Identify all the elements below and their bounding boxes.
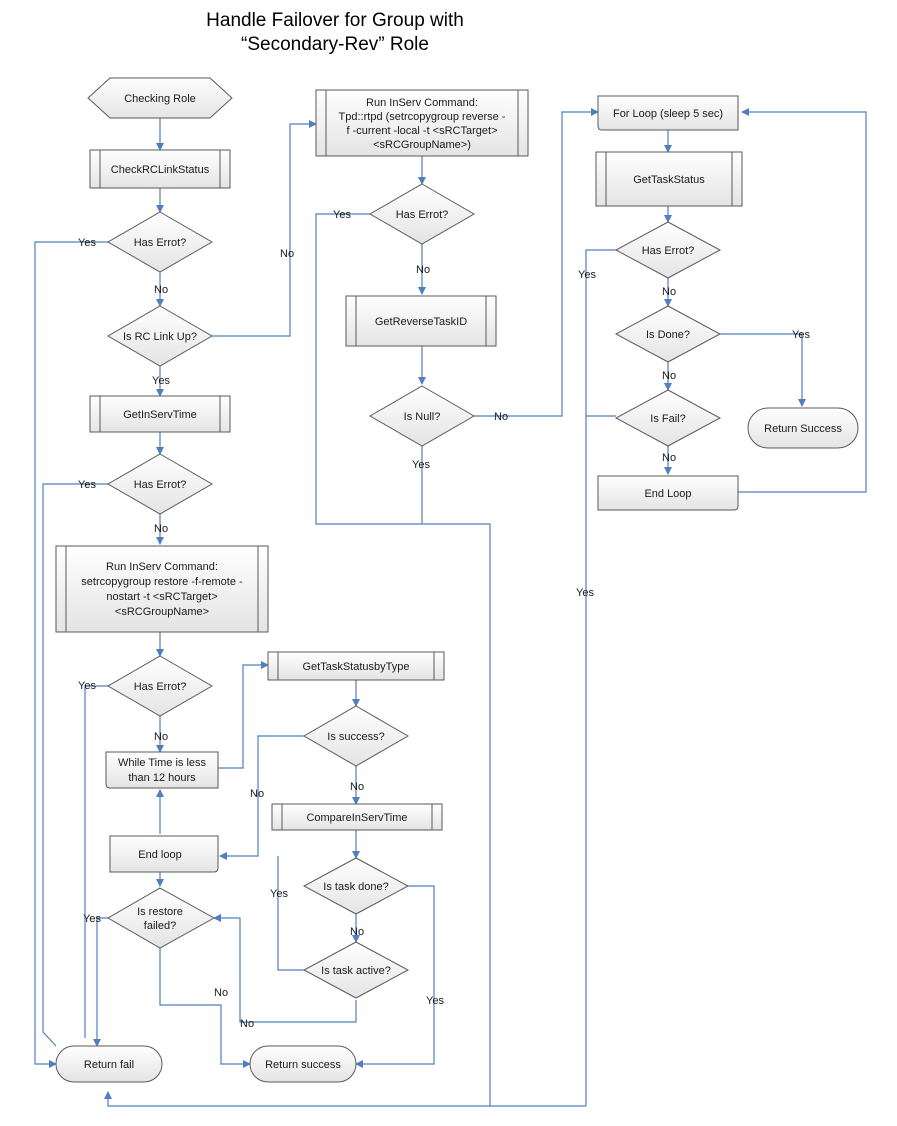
node-label-line-2: setrcopygroup restore -f-remote -: [81, 576, 243, 588]
node-run-reverse-command: Run InServ Command: Tpd::rtpd (setrcopyg…: [315, 89, 529, 157]
edge-label-no: No: [662, 370, 676, 382]
decision-is-restore-failed: Is restore failed?: [106, 887, 216, 949]
edge-label-yes: Yes: [576, 587, 594, 599]
node-end-loop-right: End Loop: [597, 475, 739, 511]
node-label: CheckRCLinkStatus: [111, 164, 210, 176]
node-label-line-1: Is restore: [137, 906, 183, 918]
node-run-restore-command: Run InServ Command: setrcopygroup restor…: [55, 545, 269, 633]
node-label: Has Errot?: [134, 237, 187, 249]
node-label-line-4: <sRCGroupName>): [373, 139, 471, 151]
node-label: GetTaskStatusbyType: [303, 661, 410, 673]
node-label-line-1: Run InServ Command:: [106, 561, 218, 573]
node-label-line-3: f -current -local -t <sRCTarget>: [347, 125, 498, 137]
decision-has-error-2: Has Errot?: [106, 453, 214, 515]
edge-label-yes: Yes: [152, 375, 170, 387]
decision-has-error-1: Has Errot?: [106, 211, 214, 273]
node-end-loop-left: End loop: [109, 835, 219, 873]
edge-label-yes: Yes: [78, 680, 96, 692]
edge-label-yes: Yes: [78, 237, 96, 249]
node-label-line-3: nostart -t <sRCTarget>: [106, 591, 217, 603]
terminal-return-success-bottom: Return success: [249, 1045, 357, 1083]
node-label: Is RC Link Up?: [123, 331, 197, 343]
node-label: Return success: [265, 1059, 341, 1071]
node-label: Has Errot?: [642, 245, 695, 257]
edge-label-no: No: [494, 411, 508, 423]
node-label: Is task active?: [321, 965, 391, 977]
decision-is-rc-link-up: Is RC Link Up?: [106, 305, 214, 367]
node-get-inserv-time: GetInServTime: [89, 395, 231, 433]
node-label: End Loop: [644, 488, 691, 500]
node-label: Has Errot?: [134, 479, 187, 491]
node-label: Is task done?: [323, 881, 388, 893]
diagram-title-line-2: “Secondary-Rev” Role: [241, 34, 429, 55]
node-for-loop: For Loop (sleep 5 sec): [597, 95, 739, 131]
node-check-rc-link-status: CheckRCLinkStatus: [89, 149, 231, 189]
edge-label-yes: Yes: [333, 209, 351, 221]
decision-is-task-active: Is task active?: [302, 941, 410, 999]
node-label-line-1: While Time is less: [118, 757, 207, 769]
node-checking-role: Checking Role: [87, 77, 233, 119]
node-label-line-4: <sRCGroupName>: [115, 606, 209, 618]
node-label: Has Errot?: [134, 681, 187, 693]
node-label: CompareInServTime: [306, 812, 407, 824]
decision-has-error-4: Has Errot?: [368, 183, 476, 245]
node-label: Checking Role: [124, 93, 196, 105]
node-label: Is Null?: [404, 411, 441, 423]
edge-label-no: No: [662, 452, 676, 464]
diagram-title-line-1: Handle Failover for Group with: [206, 10, 464, 31]
node-label: End loop: [138, 849, 181, 861]
edge-label-yes: Yes: [270, 888, 288, 900]
edge-label-yes: Yes: [578, 269, 596, 281]
decision-has-error-5: Has Errot?: [614, 221, 722, 279]
connectors: [34, 108, 867, 1107]
edge-label-no: No: [350, 781, 364, 793]
edge-label-no: No: [662, 286, 676, 298]
node-label: Has Errot?: [396, 209, 449, 221]
node-while-time-loop: While Time is less than 12 hours: [105, 751, 219, 789]
decision-is-done: Is Done?: [614, 305, 722, 363]
node-label: GetTaskStatus: [633, 174, 705, 186]
edge-labels: Yes No No Yes Yes No Yes No Yes No No Ye…: [78, 209, 810, 1030]
node-label: Is success?: [327, 731, 384, 743]
node-label-line-1: Run InServ Command:: [366, 97, 478, 109]
edge-label-no: No: [154, 731, 168, 743]
node-label: For Loop (sleep 5 sec): [613, 108, 723, 120]
edge-label-no: No: [154, 284, 168, 296]
edge-label-no: No: [416, 264, 430, 276]
edge-label-no: No: [240, 1018, 254, 1030]
decision-is-null: Is Null?: [368, 385, 476, 447]
node-label-line-2: than 12 hours: [128, 772, 196, 784]
decision-is-task-done: Is task done?: [302, 857, 410, 915]
node-label-line-2: failed?: [144, 920, 176, 932]
node-label: Return Success: [764, 423, 842, 435]
edge-label-yes: Yes: [78, 479, 96, 491]
node-label: Is Done?: [646, 329, 690, 341]
edge-label-no: No: [250, 788, 264, 800]
decision-is-fail: Is Fail?: [614, 389, 722, 447]
edge-label-no: No: [154, 523, 168, 535]
node-label-line-2: Tpd::rtpd (setrcopygroup reverse -: [339, 111, 506, 123]
node-label: Return fail: [84, 1059, 134, 1071]
decision-is-success: Is success?: [302, 705, 410, 767]
node-label: Is Fail?: [650, 413, 685, 425]
edge-label-yes: Yes: [412, 459, 430, 471]
node-get-task-status: GetTaskStatus: [595, 151, 743, 207]
node-label: GetInServTime: [123, 409, 197, 421]
terminal-return-success-right: Return Success: [747, 407, 859, 449]
terminal-return-fail: Return fail: [55, 1045, 163, 1083]
node-get-reverse-task-id: GetReverseTaskID: [345, 295, 497, 347]
node-label: GetReverseTaskID: [375, 316, 467, 328]
decision-has-error-3: Has Errot?: [106, 655, 214, 717]
node-get-task-status-by-type: GetTaskStatusbyType: [267, 651, 445, 681]
edge-label-yes: Yes: [83, 913, 101, 925]
node-compare-inserv-time: CompareInServTime: [271, 803, 443, 831]
edge-label-no: No: [214, 987, 228, 999]
edge-label-no: No: [350, 926, 364, 938]
edge-label-no: No: [280, 248, 294, 260]
edge-label-yes: Yes: [426, 995, 444, 1007]
edge-label-yes: Yes: [792, 329, 810, 341]
